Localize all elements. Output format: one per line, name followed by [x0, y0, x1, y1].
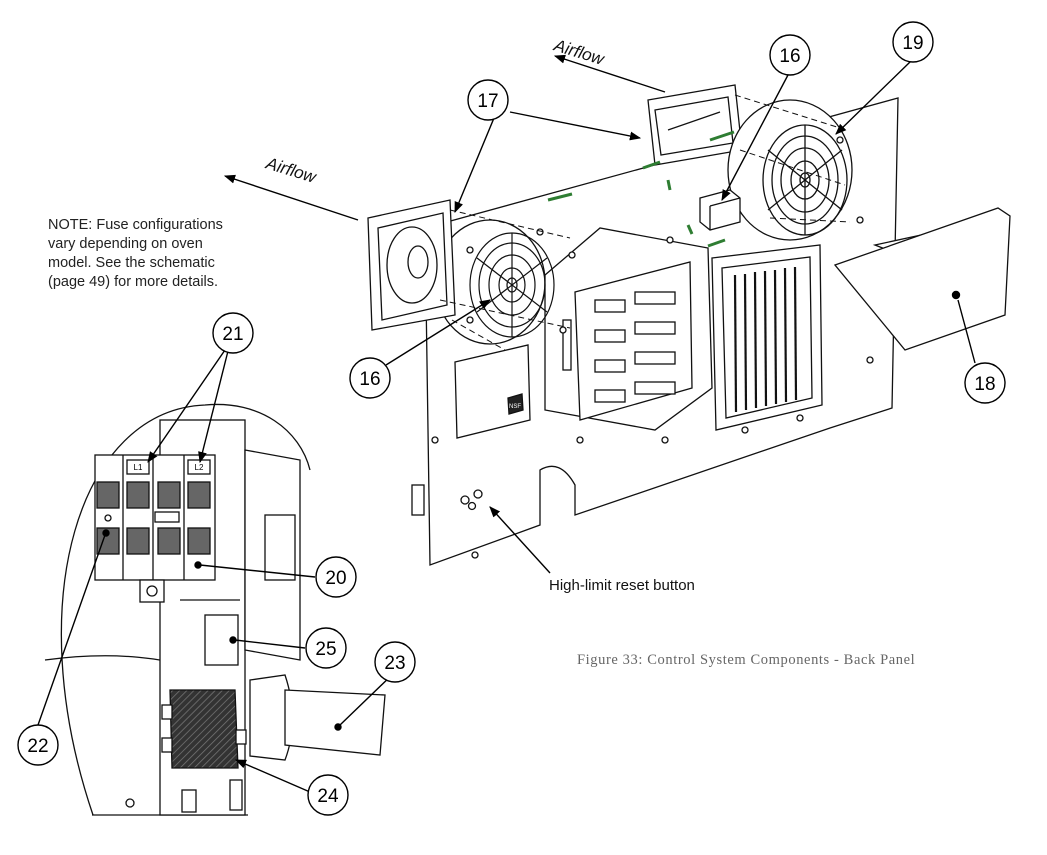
cover-18 — [833, 207, 1011, 351]
sensor-box — [699, 189, 741, 231]
note-line: model. See the schematic — [48, 255, 215, 271]
callout-17: 17 — [477, 91, 498, 112]
callout-22: 22 — [27, 736, 48, 757]
callout-20-circle — [315, 556, 357, 598]
nsf-badge: NSF — [509, 404, 521, 410]
left-fan — [367, 199, 456, 331]
fuse-tag-l1: L1 — [134, 463, 143, 472]
callout-21-circle — [212, 312, 254, 354]
callout-18-circle — [964, 362, 1006, 404]
callout-16-top-circle — [769, 34, 811, 76]
callout-16-top: 16 — [779, 46, 800, 67]
reset-button-cluster — [411, 484, 483, 516]
callout-21: 21 — [222, 324, 243, 345]
callout-16-bottom: 16 — [359, 369, 380, 390]
fuse-block — [94, 454, 216, 603]
callout-22-circle — [17, 724, 59, 766]
note-line: vary depending on oven — [48, 236, 203, 252]
contactor-24 — [161, 689, 247, 769]
callout-17-circle — [467, 79, 509, 121]
callout-25: 25 — [315, 639, 336, 660]
callout-20: 20 — [325, 568, 346, 589]
callout-23-circle — [374, 641, 416, 683]
label-plate — [454, 344, 531, 439]
rear-fan — [647, 84, 743, 166]
high-limit-reset-label: High-limit reset button — [549, 577, 695, 594]
callout-24-circle — [307, 774, 349, 816]
back-panel — [411, 84, 899, 566]
callout-25-circle — [305, 627, 347, 669]
airflow-arrow-top — [553, 54, 666, 93]
fuse-note: NOTE: Fuse configurations vary depending… — [48, 216, 278, 292]
callout-19-circle — [892, 21, 934, 63]
callout-23: 23 — [384, 653, 405, 674]
figure-caption: Figure 33: Control System Components - B… — [577, 652, 916, 668]
airflow-arrow-left — [223, 174, 359, 221]
filter-housing — [544, 227, 713, 431]
detail-view — [44, 403, 386, 816]
fuse-tag-l2: L2 — [195, 463, 204, 472]
note-line: (page 49) for more details. — [48, 274, 219, 290]
heat-sink — [711, 244, 823, 431]
callout-24: 24 — [317, 786, 339, 807]
note-line: NOTE: Fuse configurations — [48, 217, 223, 233]
airflow-label-left: Airflow — [263, 153, 320, 187]
callout-18: 18 — [974, 374, 995, 395]
callout-19: 19 — [902, 33, 923, 54]
callout-16-bottom-circle — [349, 357, 391, 399]
power-cord-23 — [249, 674, 386, 761]
